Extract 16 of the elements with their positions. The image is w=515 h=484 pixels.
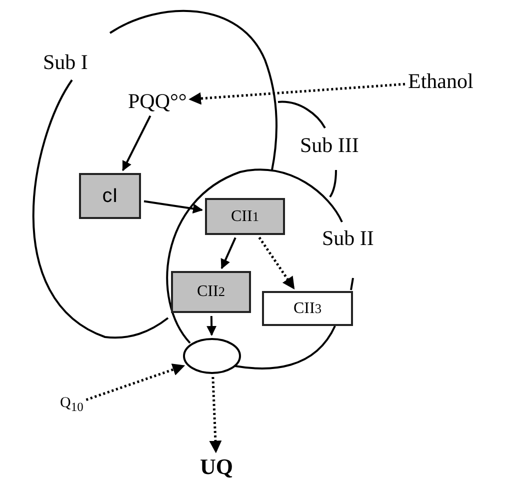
dotted-arrow — [86, 364, 186, 401]
dotted-arrow — [258, 236, 295, 290]
product-label: UQ — [200, 455, 233, 480]
dotted-arrow — [209, 376, 222, 454]
arrow — [122, 115, 152, 172]
arrow — [144, 200, 203, 214]
quinone-label: Q$_{10}$ — [60, 395, 84, 415]
subunit-label: Sub III — [300, 135, 359, 156]
subunit-label: Sub II — [322, 228, 374, 249]
dotted-arrow — [188, 82, 406, 105]
subunit-label: Sub I — [43, 52, 88, 73]
arrow — [206, 316, 217, 336]
cofactor-label: PQQ°° — [128, 90, 187, 114]
substrate-label: Ethanol — [408, 70, 474, 94]
arrow — [220, 237, 236, 270]
cofactor-box: cI — [79, 173, 141, 219]
